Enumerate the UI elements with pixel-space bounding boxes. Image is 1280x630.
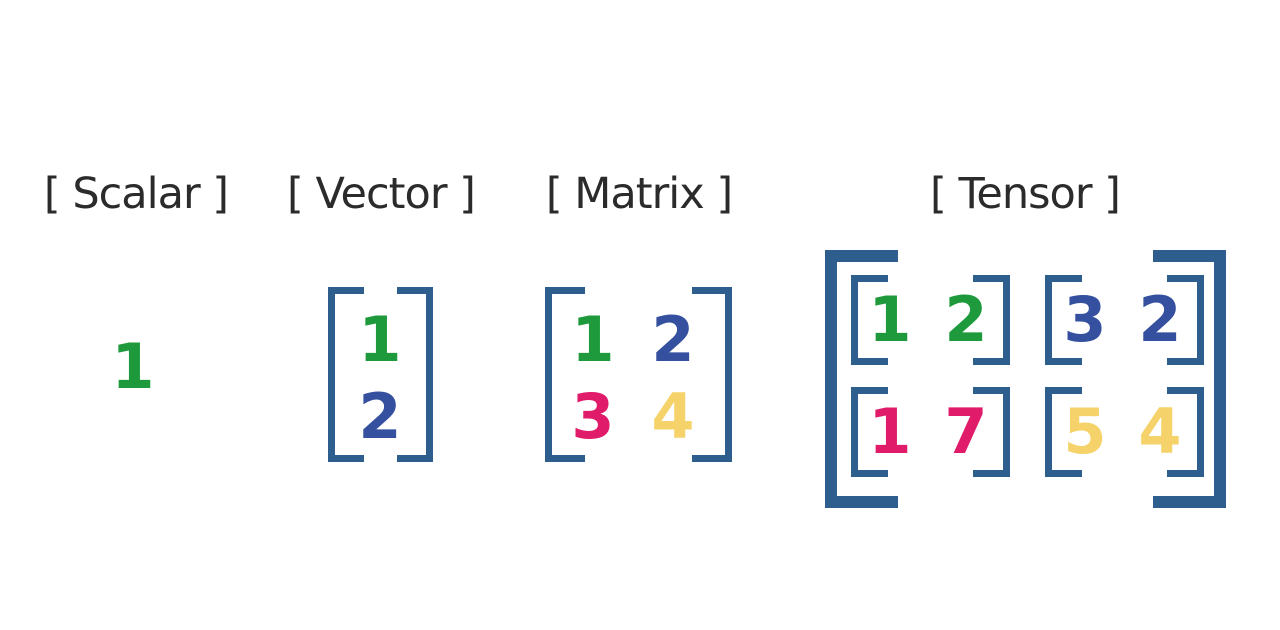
tensor-outer-right-bracket [1153, 250, 1226, 508]
tensor-cell: 1 [868, 283, 912, 356]
tensor-cell: 1 [868, 395, 912, 468]
tensor-inner-right-bracket [973, 387, 1010, 477]
tensor-cell: 2 [944, 283, 988, 356]
tensor-outer-left-bracket [825, 250, 898, 508]
tensor-inner-right-bracket [1167, 387, 1204, 477]
tensor-inner-left-bracket [851, 387, 888, 477]
matrix-cell: 2 [651, 303, 695, 376]
tensor-inner-right-bracket [1167, 275, 1204, 365]
tensor-cell: 5 [1063, 395, 1107, 468]
tensor-cell: 2 [1138, 283, 1182, 356]
matrix-cell: 1 [571, 303, 615, 376]
matrix-left-bracket [545, 287, 585, 462]
tensor-inner-right-bracket [973, 275, 1010, 365]
matrix-right-bracket [692, 287, 732, 462]
tensor-inner-left-bracket [1045, 387, 1082, 477]
vector-right-bracket [397, 287, 433, 462]
tensor-cell: 4 [1138, 395, 1182, 468]
matrix-title: [ Matrix ] [545, 169, 733, 219]
matrix-cell: 3 [571, 380, 615, 453]
tensor-cell: 3 [1063, 283, 1107, 356]
matrix-cell: 4 [651, 380, 695, 453]
vector-title: [ Vector ] [287, 169, 476, 219]
tensor-cell: 7 [944, 395, 988, 468]
tensor-inner-left-bracket [1045, 275, 1082, 365]
scalar-value: 1 [111, 330, 155, 403]
vector-cell: 1 [358, 303, 402, 376]
tensor-inner-left-bracket [851, 275, 888, 365]
scalar-title: [ Scalar ] [43, 169, 229, 219]
vector-cell: 2 [358, 380, 402, 453]
vector-left-bracket [328, 287, 364, 462]
tensor-title: [ Tensor ] [930, 169, 1121, 219]
